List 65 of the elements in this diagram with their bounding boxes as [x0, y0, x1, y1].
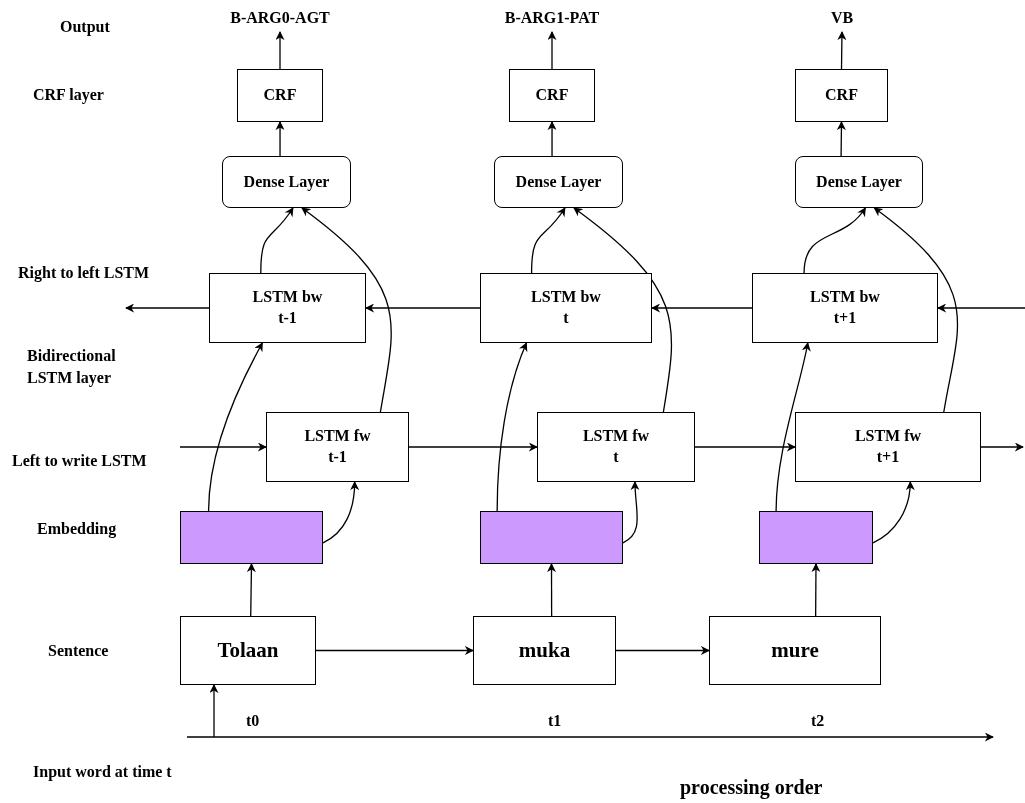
row-label: CRF layer — [33, 85, 104, 106]
row-label: Embedding — [37, 519, 117, 540]
embedding-box — [759, 511, 873, 564]
arrow — [246, 563, 256, 617]
arrow — [873, 207, 959, 413]
time-label: t1 — [548, 711, 562, 731]
arrow — [496, 342, 528, 512]
arrow — [322, 481, 359, 544]
row-label: Bidirectional LSTM layer — [27, 346, 117, 389]
arrow — [365, 303, 481, 313]
word-box: muka — [473, 616, 616, 685]
row-label: Right to left LSTM — [18, 263, 150, 284]
arrow — [622, 481, 640, 544]
arrow — [615, 646, 710, 655]
arrow — [315, 646, 474, 655]
word-box: Tolaan — [180, 616, 316, 685]
row-label: Sentence — [48, 641, 109, 661]
lstm-cell-box: LSTM fw t — [537, 412, 695, 482]
dense-layer-box: Dense Layer — [795, 156, 923, 208]
arrow — [872, 481, 915, 544]
arrow — [980, 442, 1024, 452]
time-label: t0 — [246, 711, 260, 731]
row-label: Left to write LSTM — [12, 451, 147, 471]
arrow — [837, 31, 847, 70]
arrow — [694, 442, 796, 452]
crf-box: CRF — [237, 69, 323, 122]
embedding-box — [480, 511, 623, 564]
lstm-cell-box: LSTM fw t+1 — [795, 412, 981, 482]
arrow — [301, 207, 392, 413]
arrow — [209, 684, 219, 738]
output-tag: B-ARG0-AGT — [225, 4, 335, 32]
lstm-cell-box: LSTM fw t-1 — [266, 412, 409, 482]
crf-box: CRF — [795, 69, 888, 122]
axis-title: processing order — [680, 775, 823, 801]
row-label: Output — [60, 17, 110, 38]
dense-layer-box: Dense Layer — [494, 156, 623, 208]
arrow — [207, 342, 264, 512]
lstm-cell-box: LSTM bw t+1 — [752, 273, 938, 343]
crf-box: CRF — [509, 69, 595, 122]
arrow — [275, 121, 285, 157]
arrow — [811, 563, 821, 617]
arrow — [573, 207, 672, 413]
arrow — [260, 207, 294, 274]
time-label: t2 — [811, 711, 825, 731]
arrow — [651, 303, 753, 313]
arrow — [937, 303, 1025, 313]
output-tag: B-ARG1-PAT — [497, 4, 607, 32]
dense-layer-box: Dense Layer — [222, 156, 351, 208]
arrow — [125, 303, 210, 313]
arrow — [547, 31, 557, 70]
output-tag: VB — [817, 4, 867, 32]
lstm-cell-box: LSTM bw t — [480, 273, 652, 343]
arrow — [803, 207, 867, 274]
arrow — [547, 563, 556, 617]
embedding-box — [180, 511, 323, 564]
arrow — [836, 121, 846, 157]
arrow — [547, 121, 557, 157]
arrow — [530, 207, 566, 274]
arrow — [275, 31, 285, 70]
arrow — [775, 342, 811, 512]
arrow — [179, 442, 267, 452]
row-label: Input word at time t — [33, 762, 172, 783]
word-box: mure — [709, 616, 881, 685]
lstm-cell-box: LSTM bw t-1 — [209, 273, 366, 343]
arrow — [408, 442, 538, 452]
